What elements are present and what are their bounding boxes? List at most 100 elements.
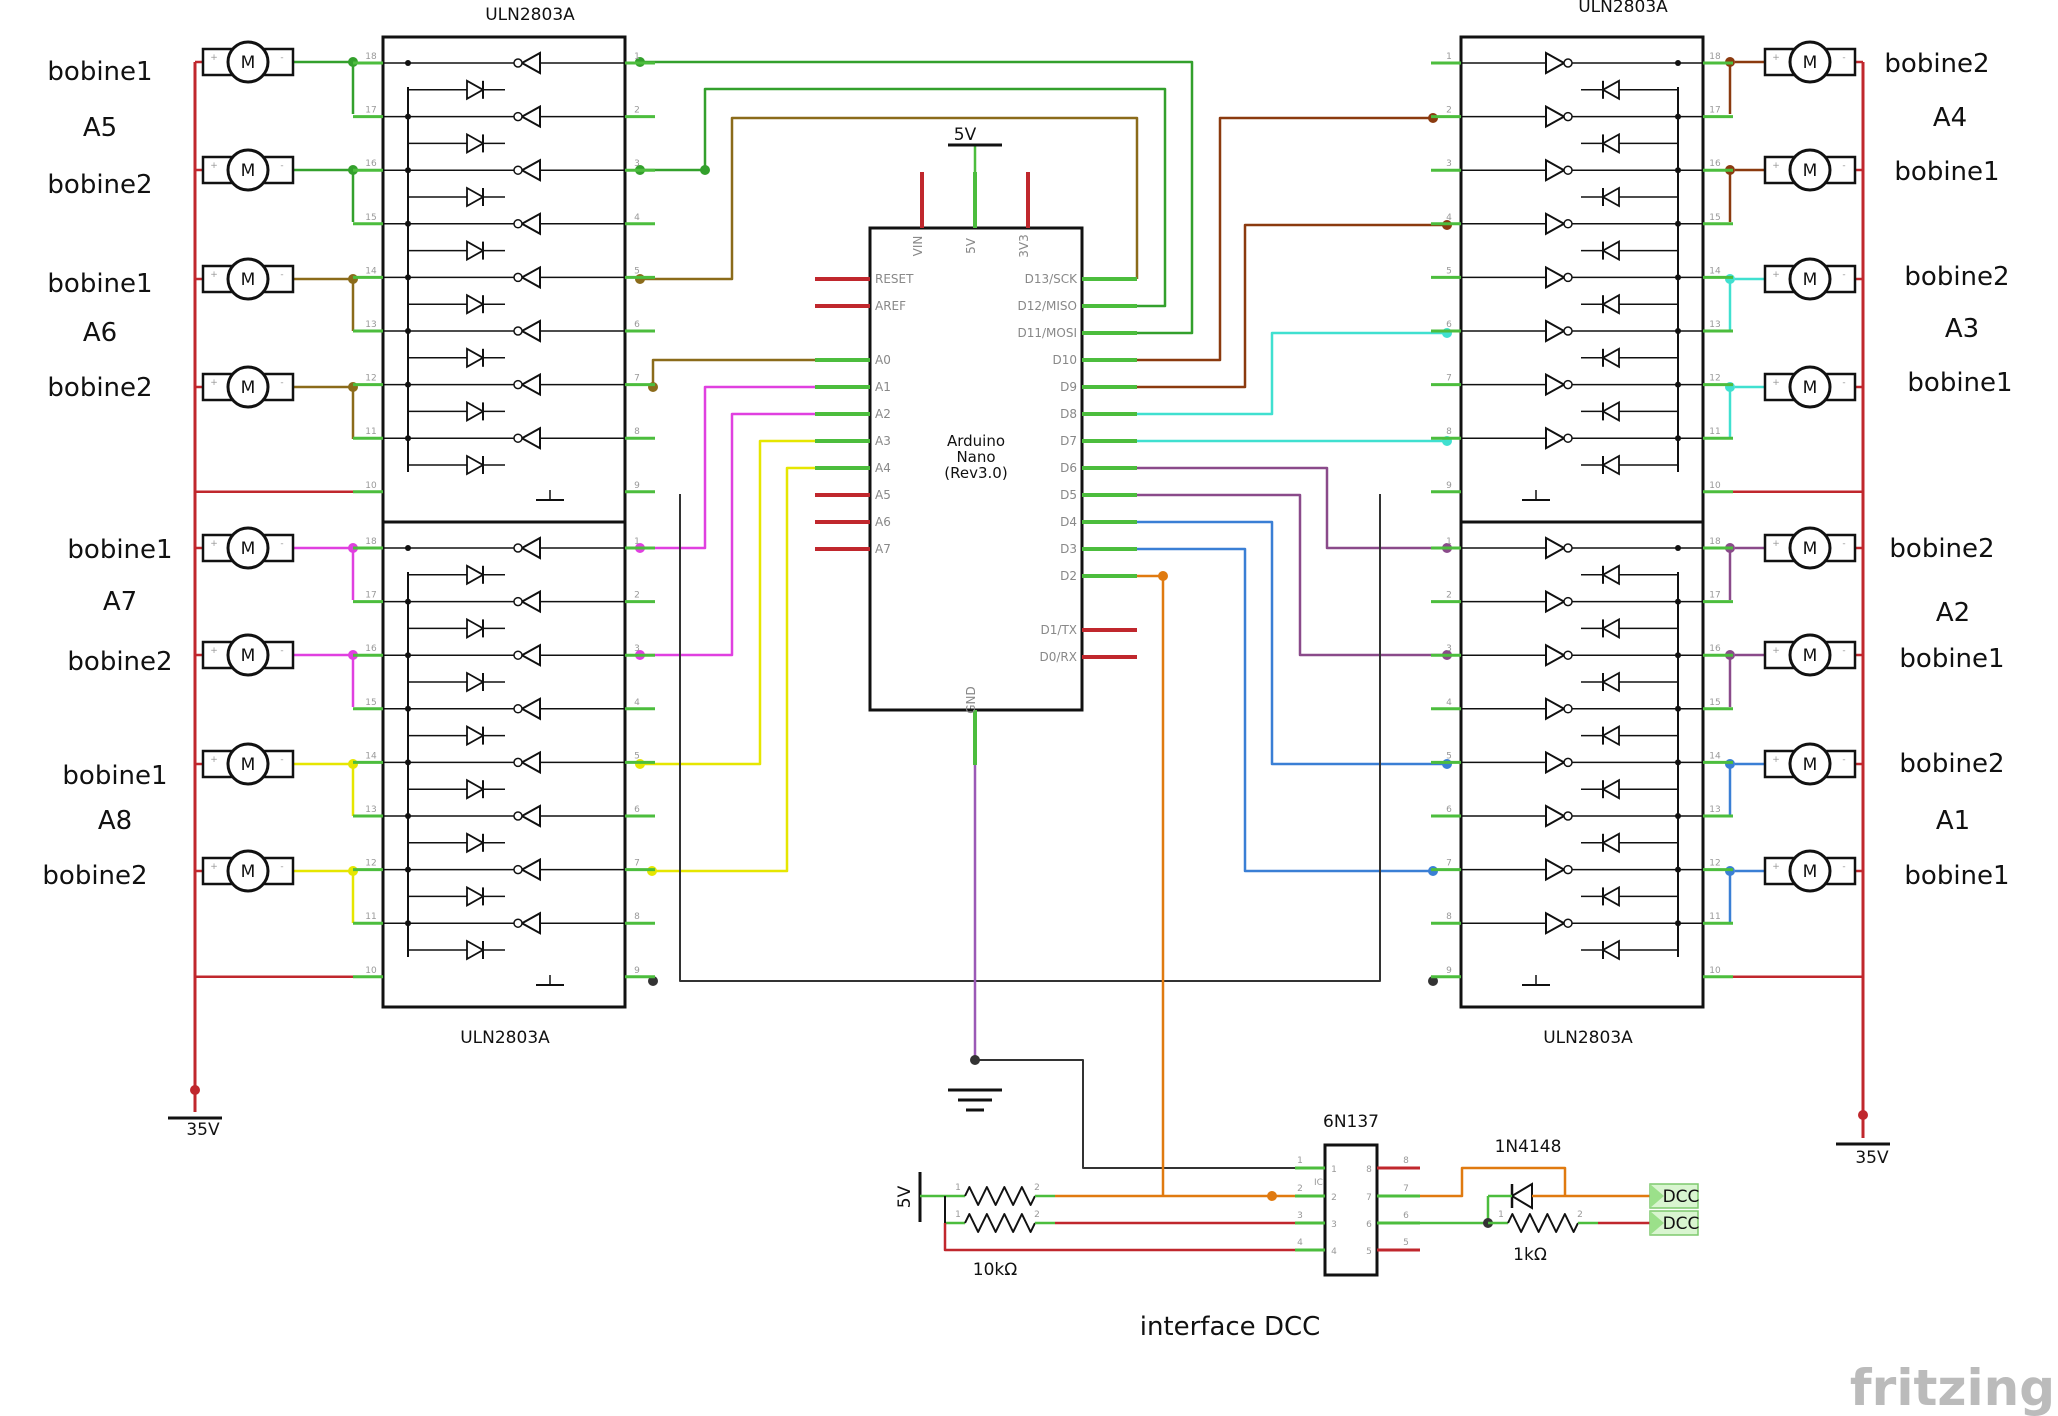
wire-a6-a0 <box>651 358 815 387</box>
uln-buffer <box>519 536 541 560</box>
v35-right-label: 35V <box>1855 1148 1889 1168</box>
r1k-label: 1kΩ <box>1513 1245 1547 1265</box>
uln-buffer-bubble <box>513 219 523 229</box>
uln-pin-number: 17 <box>365 106 376 116</box>
uln-buffer <box>519 372 541 397</box>
uln-bus-junction <box>1675 167 1681 174</box>
uln-clamp-diode <box>1601 939 1620 961</box>
v5-dcc-label: 5V <box>895 1185 915 1208</box>
coil-label-right: bobine1 <box>1904 861 2009 891</box>
uln-bus-junction <box>1675 813 1681 819</box>
wire-a7-a2 <box>640 412 815 657</box>
opto-body <box>1323 1143 1379 1277</box>
motor: M+- <box>201 257 295 301</box>
arduino-pin-label: VIN <box>911 236 925 257</box>
motor-terminal-plus: + <box>1772 270 1780 280</box>
uln-buffer <box>519 911 541 935</box>
uln-bus-junction <box>1675 652 1681 659</box>
uln-buffer <box>519 643 541 667</box>
resistor-pin-number: 1 <box>1498 1210 1504 1220</box>
wire-a6-sck <box>640 116 1139 281</box>
resistor-pin-number: 2 <box>1034 1183 1040 1193</box>
motor-circle <box>1788 849 1832 893</box>
coil-label-left: bobine2 <box>42 861 147 891</box>
uln-clamp-diode <box>466 617 485 639</box>
opto-pin-inner: 5 <box>1366 1247 1372 1257</box>
uln-buffer <box>519 589 541 614</box>
uln-pin-number: 13 <box>365 320 376 330</box>
uln-pin-number: 1 <box>1446 52 1452 62</box>
motor-terminal-plus: + <box>210 862 218 872</box>
uln-buffer <box>519 857 541 882</box>
uln-clamp-diode <box>1601 132 1620 154</box>
opto-pin-number: 1 <box>1297 1156 1303 1166</box>
coil-label-right: A1 <box>1936 806 1970 836</box>
uln-buffer-bubble <box>1563 864 1573 875</box>
motor: M+- <box>201 40 295 84</box>
uln-bus-junction <box>1675 113 1681 120</box>
uln-buffer <box>519 426 541 450</box>
uln-buffer <box>1545 536 1567 560</box>
motor: M+- <box>201 742 295 786</box>
uln-pin-number: 8 <box>634 427 640 437</box>
arduino-pin-label: A7 <box>875 542 891 556</box>
uln-buffer <box>519 750 541 775</box>
wires <box>168 57 1890 1196</box>
motor-glyph: M <box>241 755 256 775</box>
uln-buffer <box>1545 857 1567 882</box>
opto-pin-number: 5 <box>1403 1238 1409 1248</box>
arduino-pin-label: D11/MOSI <box>1017 326 1077 340</box>
uln-clamp-diode <box>1601 400 1620 422</box>
uln-pin-number: 11 <box>365 427 376 437</box>
uln-pin-number: 13 <box>365 805 376 815</box>
uln-pin-number: 18 <box>365 52 377 62</box>
uln-pin-number: 16 <box>1709 644 1721 654</box>
uln-clamp-diode <box>466 400 485 422</box>
dcc-connector-arrow <box>1650 1184 1664 1208</box>
uln-buffer <box>1545 750 1567 775</box>
motor-circle <box>1788 148 1832 192</box>
motor-glyph: M <box>241 862 256 882</box>
motor-terminal-plus: + <box>1772 161 1780 171</box>
motor-terminal-plus: + <box>210 270 218 280</box>
motor-terminal-minus: - <box>280 539 283 549</box>
arduino-pin-label: D2 <box>1060 569 1077 583</box>
uln-pin-number: 8 <box>1446 912 1452 922</box>
uln-buffer <box>519 804 541 828</box>
opto-pin-number: 6 <box>1403 1211 1409 1221</box>
uln-pin-number: 2 <box>634 106 640 116</box>
coil-label-left: bobine1 <box>47 57 152 87</box>
uln-pin-number: 18 <box>365 537 377 547</box>
uln-buffer <box>519 319 541 343</box>
opto-pin-number: 8 <box>1403 1156 1409 1166</box>
uln-buffer-bubble <box>513 543 523 553</box>
uln-clamp-diode <box>1601 564 1620 586</box>
uln-clamp-diode <box>1601 186 1620 208</box>
uln-buffer-bubble <box>1563 704 1573 714</box>
motor-circle <box>1788 40 1832 84</box>
uln-bus-junction <box>405 545 411 551</box>
uln-bus-junction <box>405 113 411 120</box>
uln-buffer-bubble <box>1563 58 1573 68</box>
uln-clamp-diode <box>1601 347 1620 369</box>
uln-pin-number: 2 <box>634 591 640 601</box>
uln-pin-number: 9 <box>1446 966 1452 976</box>
motor-circle <box>1788 633 1832 677</box>
uln-bus-junction <box>1675 220 1681 227</box>
uln-buffer <box>1545 319 1567 343</box>
uln-pin-number: 12 <box>1709 859 1720 869</box>
coil-junction <box>348 274 358 284</box>
wire-a4-d10 <box>1137 116 1433 362</box>
uln-clamp-diode <box>466 240 485 262</box>
uln-buffer <box>1545 589 1567 614</box>
opto-ic-label: IC <box>1314 1178 1323 1188</box>
uln-clamp-diode <box>466 832 485 854</box>
uln-buffer-bubble <box>1563 272 1573 283</box>
r10k-label: 10kΩ <box>973 1260 1017 1280</box>
motor-glyph: M <box>1803 539 1818 559</box>
v35-left-label: 35V <box>186 1120 220 1140</box>
